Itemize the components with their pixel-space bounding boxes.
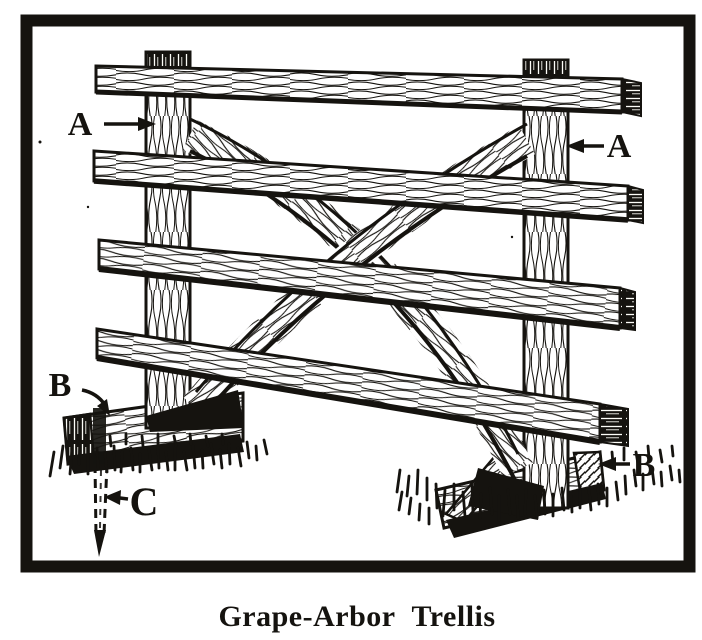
arrow-left-icon <box>104 490 121 505</box>
ink-speck <box>510 235 514 239</box>
ink-speck <box>38 140 42 144</box>
arrow-curved-icon <box>97 399 110 416</box>
callout-b-left: B <box>49 367 110 416</box>
callout-c: C <box>104 479 158 524</box>
grass-right <box>395 444 689 526</box>
rail-2-endcap <box>627 184 644 225</box>
stake-dashed-center <box>99 469 102 529</box>
arrow-left-icon <box>119 496 129 501</box>
left-sill-ground-shadow <box>66 434 244 474</box>
label-c: C <box>130 479 159 524</box>
stake-tip <box>94 530 106 557</box>
figure-caption: Grape-Arbor Trellis <box>218 600 495 633</box>
label-a-left: A <box>68 106 93 143</box>
callout-a-left: A <box>68 106 156 143</box>
rail-1-underside <box>95 89 623 115</box>
rail-2-underside <box>93 178 629 223</box>
rail-3 <box>97 238 636 332</box>
label-a-right: A <box>607 128 632 165</box>
right-sill-endgrain <box>572 450 606 493</box>
buried-stake <box>93 463 109 557</box>
rail-2 <box>92 149 644 225</box>
rail-4 <box>95 327 629 448</box>
callout-b-right: B <box>598 447 655 484</box>
rail-4-underside <box>96 355 601 445</box>
rail-3-underside <box>98 266 621 331</box>
rail-4-endcap <box>599 402 629 448</box>
arrow-right-icon <box>138 117 156 131</box>
grass-left <box>48 432 269 478</box>
arrow-left-icon <box>566 139 584 153</box>
rail-1-endcap <box>621 77 642 118</box>
label-b-right: B <box>633 447 656 484</box>
right-post-top <box>523 59 569 76</box>
rail-3-endcap <box>619 286 636 332</box>
arrow-left-icon <box>598 457 616 471</box>
left-base-ink-shadow <box>146 390 244 432</box>
left-post-top <box>145 51 191 68</box>
rail-1 <box>94 64 642 118</box>
callout-a-right: A <box>566 128 632 165</box>
ink-speck <box>86 205 90 209</box>
stake-dashed-outline <box>93 463 109 535</box>
label-b-left: B <box>49 367 72 404</box>
